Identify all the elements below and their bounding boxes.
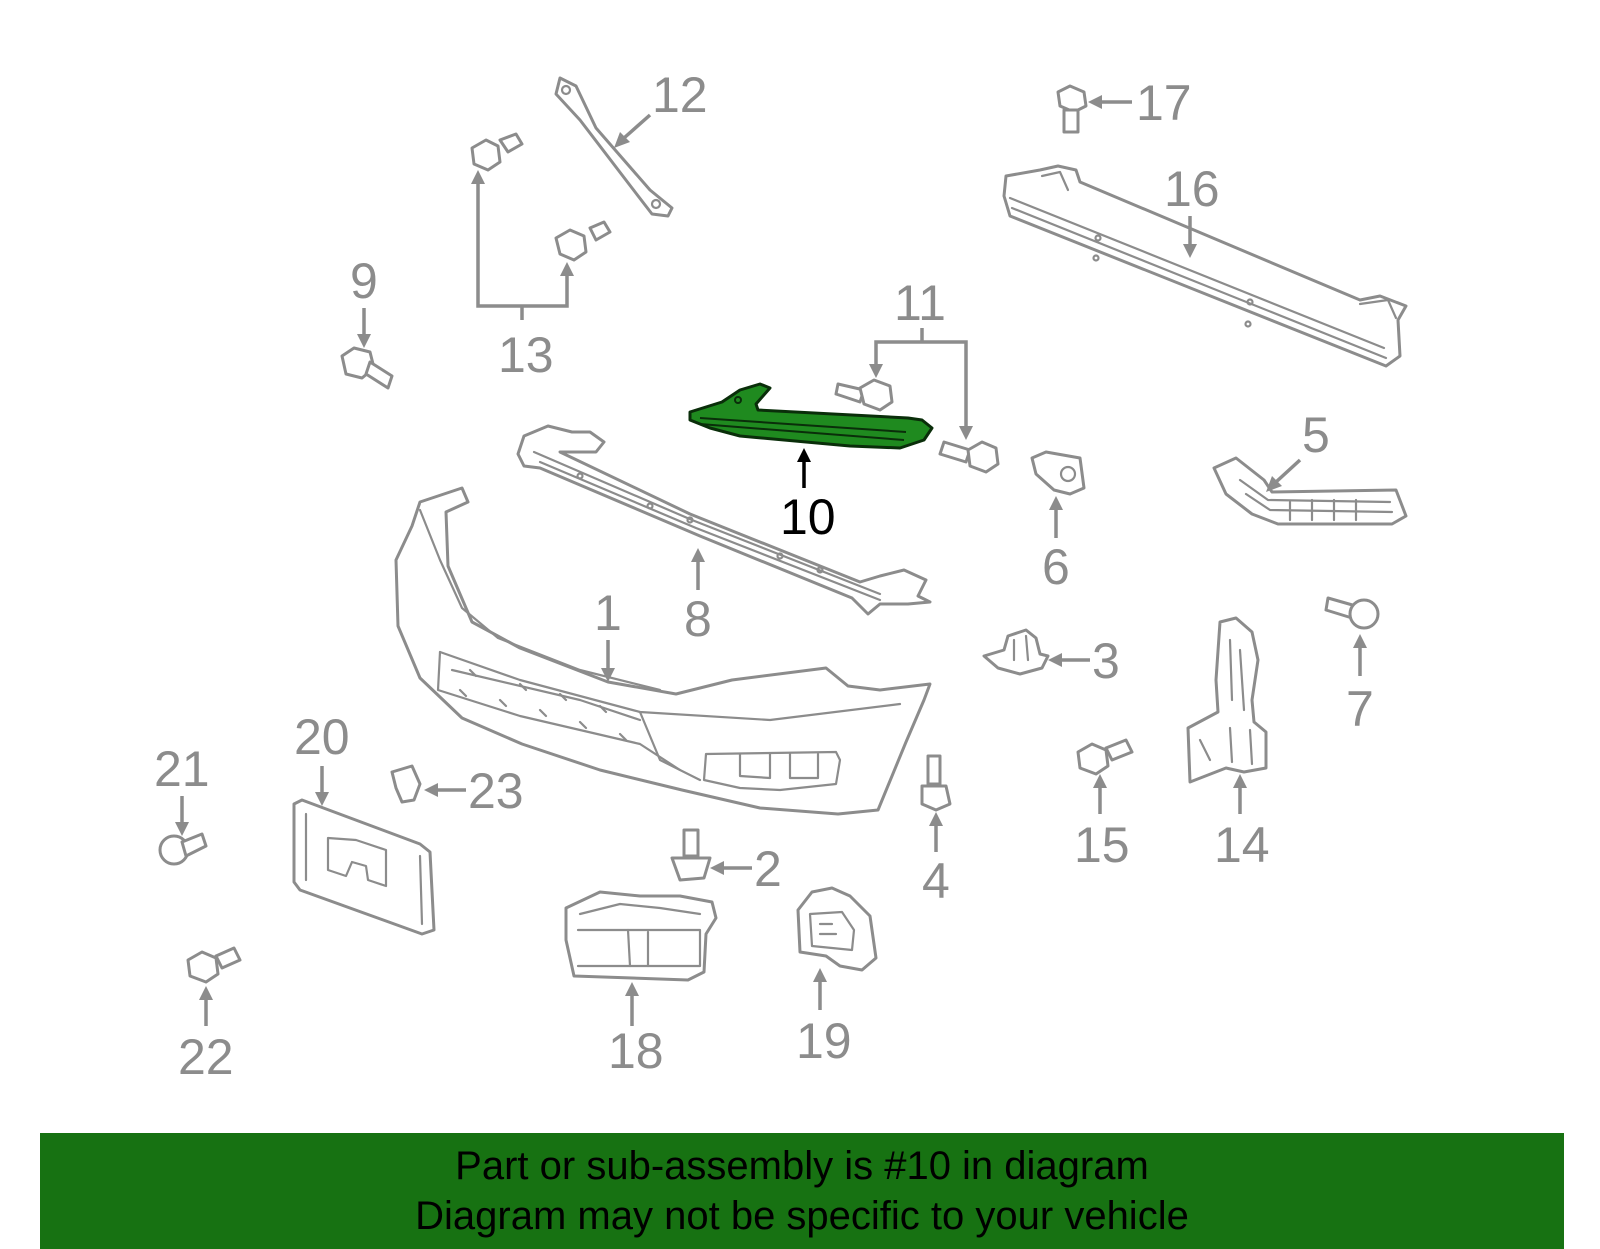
part-20-license-bracket[interactable] — [292, 798, 436, 936]
callout-1: 1 — [594, 585, 622, 641]
part-11-bolt-b[interactable] — [938, 440, 1000, 474]
part-18-fog-bezel[interactable] — [564, 890, 718, 982]
leader-16 — [1183, 216, 1197, 258]
callout-20: 20 — [294, 709, 350, 765]
part-8-upper-beam[interactable] — [516, 424, 932, 616]
part-16-reinforcement[interactable] — [1002, 164, 1408, 368]
callout-23: 23 — [468, 763, 524, 819]
leader-9 — [357, 308, 371, 348]
part-3-retainer[interactable] — [982, 628, 1050, 676]
leader-14 — [1233, 774, 1247, 814]
callout-2: 2 — [754, 841, 782, 897]
leader-2 — [710, 861, 752, 875]
callout-10: 10 — [780, 489, 836, 545]
part-4-grommet-bolt[interactable] — [920, 754, 952, 812]
banner-line-2: Diagram may not be specific to your vehi… — [415, 1194, 1189, 1238]
leader-1 — [601, 640, 615, 682]
callout-16: 16 — [1164, 161, 1220, 217]
leader-10 — [797, 448, 811, 488]
callout-17: 17 — [1136, 75, 1192, 131]
part-12-stay[interactable] — [554, 76, 674, 218]
callout-18: 18 — [608, 1023, 664, 1079]
parts-diagram: 12 13 9 17 — [154, 67, 1408, 1085]
leader-7 — [1353, 634, 1367, 676]
part-21-screw[interactable] — [158, 832, 208, 866]
leader-17 — [1088, 95, 1132, 109]
callout-21: 21 — [154, 741, 210, 797]
leader-15 — [1093, 774, 1107, 814]
callout-6: 6 — [1042, 539, 1070, 595]
leader-13 — [471, 170, 574, 320]
leader-12 — [614, 113, 652, 148]
leader-19 — [813, 968, 827, 1010]
part-22-bolt[interactable] — [186, 946, 242, 984]
part-13-bolt-a[interactable] — [470, 132, 524, 172]
callout-9: 9 — [350, 253, 378, 309]
info-banner: Part or sub-assembly is #10 in diagram D… — [40, 1133, 1564, 1249]
leader-6 — [1049, 496, 1063, 538]
banner-line-1: Part or sub-assembly is #10 in diagram — [455, 1144, 1149, 1188]
callout-14: 14 — [1214, 817, 1270, 873]
callout-4: 4 — [922, 853, 950, 909]
leader-21 — [175, 796, 189, 836]
part-7-screw[interactable] — [1324, 596, 1380, 630]
leader-23 — [424, 783, 466, 797]
part-13-bolt-b[interactable] — [554, 220, 612, 262]
callout-15: 15 — [1074, 817, 1130, 873]
callout-22: 22 — [178, 1029, 234, 1085]
callout-5: 5 — [1302, 407, 1330, 463]
callout-12: 12 — [652, 67, 708, 123]
callout-8: 8 — [684, 591, 712, 647]
part-17-bolt[interactable] — [1056, 84, 1088, 134]
callout-11: 11 — [894, 275, 946, 331]
leader-11 — [869, 328, 973, 440]
part-23-clip[interactable] — [390, 764, 422, 804]
part-1-bumper-cover[interactable] — [394, 486, 932, 816]
part-19-fog-light[interactable] — [796, 886, 878, 972]
leader-4 — [929, 812, 943, 852]
part-9-bolt[interactable] — [340, 346, 394, 390]
part-10-bracket-highlighted[interactable] — [688, 382, 934, 450]
leader-20 — [315, 766, 329, 806]
part-14-side-spacer[interactable] — [1186, 616, 1268, 784]
part-5-side-bracket[interactable] — [1212, 456, 1408, 526]
part-6-clip[interactable] — [1030, 450, 1086, 496]
leader-8 — [691, 548, 705, 590]
leader-22 — [199, 986, 213, 1026]
callout-13: 13 — [498, 327, 554, 383]
part-2-pin-screw[interactable] — [670, 828, 712, 882]
part-11-bolt-a[interactable] — [834, 378, 894, 412]
callout-7: 7 — [1346, 681, 1374, 737]
leader-3 — [1048, 653, 1090, 667]
leader-18 — [625, 982, 639, 1026]
part-15-bolt[interactable] — [1076, 738, 1134, 776]
callout-3: 3 — [1092, 633, 1120, 689]
leader-5 — [1266, 458, 1302, 492]
callout-19: 19 — [796, 1013, 852, 1069]
